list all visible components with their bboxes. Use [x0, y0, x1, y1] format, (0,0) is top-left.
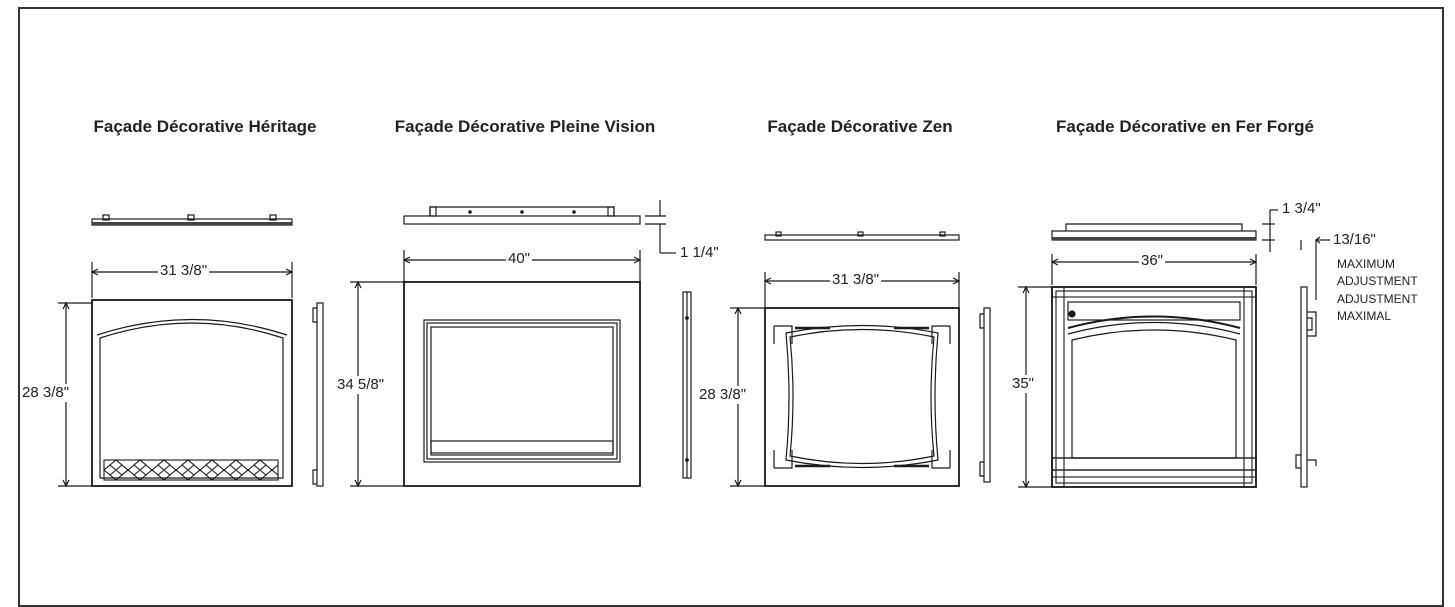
- adjustment-note-fr-1: ADJUSTMENT: [1337, 292, 1418, 306]
- title-zen: Façade Décorative Zen: [767, 117, 953, 136]
- heritage-width-label: 31 3/8": [158, 262, 210, 280]
- fer-forge-side-view: [1300, 286, 1308, 488]
- adjustment-note-en-1: MAXIMUM: [1337, 257, 1395, 271]
- technical-drawings: [58, 200, 1330, 489]
- heritage-drawing: [58, 214, 324, 488]
- zen-side-view: [983, 307, 991, 483]
- heritage-front-view: [91, 299, 293, 487]
- heritage-side-view: [316, 302, 324, 487]
- fer-forge-height-label: 35": [1012, 375, 1035, 393]
- fer-forge-adjustment-label: 13/16": [1333, 231, 1376, 248]
- pleine-vision-depth-label: 1 1/4": [680, 244, 719, 261]
- zen-width-label: 31 3/8": [830, 271, 882, 289]
- heritage-height-label: 28 3/8": [22, 384, 70, 402]
- pleine-vision-drawing: [350, 200, 692, 488]
- zen-front-view: [764, 307, 960, 487]
- title-pleine-vision: Façade Décorative Pleine Vision: [394, 117, 656, 136]
- pleine-vision-width-label: 40": [506, 250, 533, 268]
- heritage-grille: [103, 459, 279, 481]
- pleine-vision-front-view: [403, 281, 641, 487]
- zen-height-label: 28 3/8": [699, 386, 747, 404]
- adjustment-note-en-2: ADJUSTMENT: [1337, 274, 1418, 288]
- adjustment-note-fr-2: MAXIMAL: [1337, 309, 1392, 323]
- fer-forge-drawing: [1018, 209, 1330, 489]
- title-fer-forge: Façade Décorative en Fer Forgé: [1056, 117, 1314, 136]
- fer-forge-depth-label: 1 3/4": [1282, 200, 1321, 217]
- fer-forge-width-label: 36": [1139, 252, 1166, 270]
- pleine-vision-top-view: [403, 215, 641, 225]
- zen-top-view: [764, 234, 960, 241]
- pleine-vision-height-label: 34 5/8": [337, 376, 385, 394]
- title-heritage: Façade Décorative Héritage: [93, 117, 317, 136]
